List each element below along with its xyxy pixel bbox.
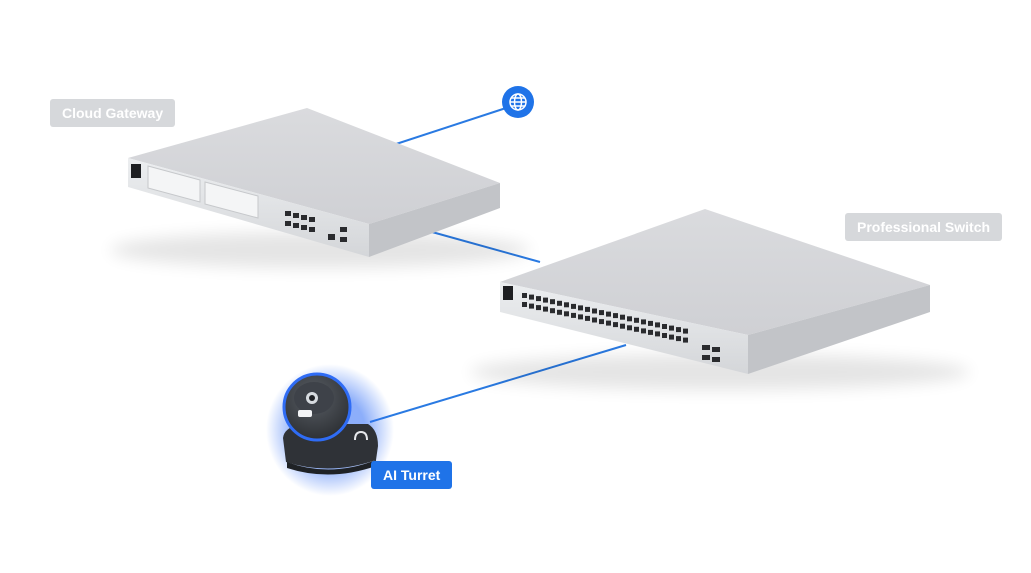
switch-port bbox=[620, 314, 625, 320]
switch-port bbox=[662, 333, 667, 338]
switch-port bbox=[571, 303, 576, 309]
switch-port bbox=[599, 310, 604, 316]
switch-port bbox=[627, 325, 632, 331]
switch-port bbox=[669, 334, 674, 340]
switch-port bbox=[543, 306, 548, 312]
switch-port bbox=[676, 327, 681, 333]
switch-port bbox=[662, 324, 667, 329]
switch-port bbox=[606, 311, 611, 317]
switch-port bbox=[648, 329, 653, 335]
switch-port bbox=[529, 294, 534, 300]
gateway-side bbox=[369, 183, 500, 257]
switch-port bbox=[557, 309, 562, 315]
switch-port bbox=[571, 312, 576, 318]
switch-top bbox=[500, 209, 930, 335]
gateway-ports bbox=[285, 211, 347, 242]
switch-port bbox=[676, 336, 681, 342]
cloud-gateway-label: Cloud Gateway bbox=[50, 99, 176, 127]
switch-port bbox=[634, 317, 639, 323]
switch-port bbox=[529, 303, 534, 309]
switch-port bbox=[543, 297, 548, 303]
switch-port bbox=[655, 331, 660, 337]
switch-port bbox=[564, 302, 569, 308]
professional-switch-label: Professional Switch bbox=[845, 213, 1003, 241]
switch-port bbox=[613, 322, 618, 328]
switch-port bbox=[522, 293, 527, 298]
switch-port bbox=[655, 322, 660, 328]
switch-port bbox=[536, 305, 541, 311]
switch-port bbox=[641, 328, 646, 334]
switch-port bbox=[592, 308, 597, 314]
switch-port bbox=[634, 326, 639, 332]
switch-port bbox=[536, 296, 541, 302]
switch-port bbox=[641, 319, 646, 325]
switch-side bbox=[748, 285, 930, 374]
switch-ports bbox=[522, 293, 688, 343]
link-gateway-internet bbox=[389, 107, 507, 147]
switch-port bbox=[585, 306, 590, 312]
switch-port bbox=[522, 302, 527, 307]
ai-turret-camera bbox=[266, 364, 394, 496]
switch-port bbox=[683, 328, 688, 334]
switch-port bbox=[648, 320, 653, 326]
switch-port bbox=[585, 315, 590, 321]
switch-port bbox=[564, 311, 569, 317]
switch-port bbox=[592, 317, 597, 323]
switch-port bbox=[578, 305, 583, 311]
professional-switch-device bbox=[470, 209, 970, 390]
switch-port bbox=[599, 319, 604, 325]
ai-turret-label: AI Turret bbox=[371, 461, 453, 489]
switch-port bbox=[627, 316, 632, 322]
switch-sfp-ports bbox=[702, 345, 720, 362]
switch-port bbox=[606, 320, 611, 326]
globe-icon bbox=[502, 86, 534, 118]
switch-port bbox=[669, 325, 674, 331]
switch-port bbox=[550, 308, 555, 314]
switch-port bbox=[613, 313, 618, 319]
switch-port bbox=[578, 314, 583, 320]
switch-port bbox=[557, 300, 562, 306]
gateway-top bbox=[128, 108, 500, 224]
cloud-gateway-device bbox=[110, 108, 530, 268]
switch-port bbox=[683, 337, 688, 343]
switch-port bbox=[620, 323, 625, 329]
switch-port bbox=[550, 299, 555, 305]
